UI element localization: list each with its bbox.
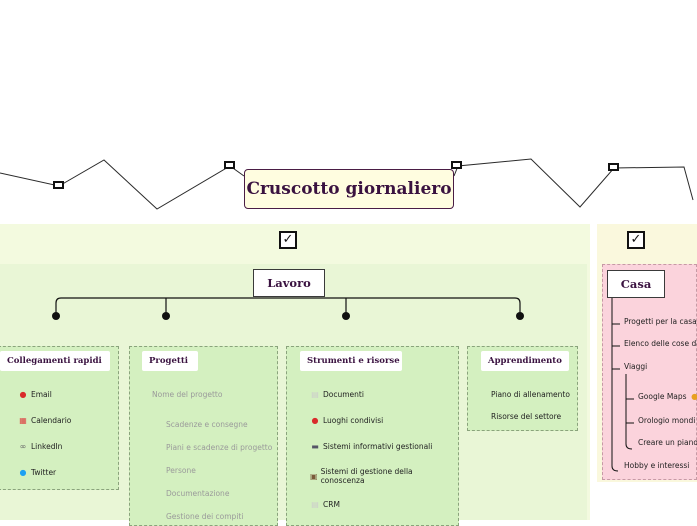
central-topic-title: Cruscotto giornaliero — [246, 179, 452, 199]
group-title-text: Apprendimento — [488, 356, 562, 366]
connector-handle[interactable] — [53, 181, 64, 189]
list-item[interactable]: Google Maps ● — [638, 392, 697, 401]
group-title-text: Progetti — [149, 356, 188, 366]
home-panel-inner — [602, 264, 697, 480]
list-item[interactable]: ▤ Documenti — [311, 390, 364, 399]
list-item[interactable]: Risorse del settore — [491, 412, 562, 421]
list-item[interactable]: ∞ LinkedIn — [19, 442, 63, 451]
archive-icon: ▣ — [310, 471, 318, 481]
list-item[interactable]: Persone — [166, 466, 196, 475]
central-topic[interactable]: Cruscotto giornaliero — [244, 169, 454, 209]
list-item[interactable]: ▬ Sistemi informativi gestionali — [311, 442, 433, 451]
work-topic-title: Lavoro — [267, 276, 311, 290]
checkbox-icon[interactable]: ✓ — [279, 231, 297, 249]
pin-icon: ● — [311, 416, 319, 425]
group-title[interactable]: Progetti — [142, 351, 198, 371]
home-topic[interactable]: Casa — [607, 270, 665, 298]
list-item[interactable]: Documentazione — [166, 489, 230, 498]
group-title-text: Strumenti e risorse — [307, 356, 400, 366]
list-item[interactable]: ▤ CRM — [311, 500, 340, 509]
home-tree — [611, 298, 634, 472]
list-item[interactable]: ▦ Calendario — [19, 416, 72, 425]
group-tools — [286, 346, 459, 526]
branch-dot — [342, 312, 350, 320]
list-item[interactable]: Progetti per la casa — [624, 317, 697, 326]
monitor-icon: ▬ — [311, 442, 319, 451]
list-item[interactable]: Viaggi — [624, 362, 648, 371]
branch-dot — [52, 312, 60, 320]
connector-handle[interactable] — [451, 161, 462, 169]
work-bracket — [55, 297, 521, 316]
checkbox-icon[interactable]: ✓ — [627, 231, 645, 249]
link-icon: ∞ — [19, 442, 27, 451]
list-item[interactable]: Nome del progetto — [152, 390, 223, 399]
list-item[interactable]: Hobby e interessi — [624, 461, 690, 470]
list-item[interactable]: Orologio mondi — [638, 416, 696, 425]
pin-icon: ● — [19, 390, 27, 399]
group-title[interactable]: Apprendimento — [481, 351, 569, 371]
list-item[interactable]: ● Email — [19, 390, 52, 399]
calendar-icon: ▦ — [19, 416, 27, 425]
branch-dot — [162, 312, 170, 320]
list-item[interactable]: Piano di allenamento — [491, 390, 570, 399]
list-item[interactable]: Creare un piano — [638, 438, 697, 447]
list-item[interactable]: Scadenze e consegne — [166, 420, 248, 429]
connector-handle[interactable] — [224, 161, 235, 169]
group-projects — [129, 346, 278, 526]
document-icon: ▤ — [311, 390, 319, 399]
group-title[interactable]: Collegamenti rapidi — [0, 351, 110, 371]
list-item[interactable]: Piani e scadenze di progetto — [166, 443, 273, 452]
bird-icon: ● — [19, 468, 27, 477]
group-title[interactable]: Strumenti e risorse — [300, 351, 402, 371]
list-item[interactable]: Gestione dei compiti — [166, 512, 244, 521]
group-title-text: Collegamenti rapidi — [7, 356, 102, 366]
document-icon: ▤ — [311, 500, 319, 509]
list-item[interactable]: ▣ Sistemi di gestione della conoscenza — [310, 467, 413, 485]
home-topic-title: Casa — [620, 277, 652, 291]
connector-handle[interactable] — [608, 163, 619, 171]
list-item[interactable]: ● Twitter — [19, 468, 57, 477]
map-icon: ● — [691, 392, 697, 401]
work-topic[interactable]: Lavoro — [253, 269, 325, 297]
list-item[interactable]: ● Luoghi condivisi — [311, 416, 384, 425]
list-item[interactable]: Elenco delle cose da — [624, 339, 697, 348]
branch-dot — [516, 312, 524, 320]
